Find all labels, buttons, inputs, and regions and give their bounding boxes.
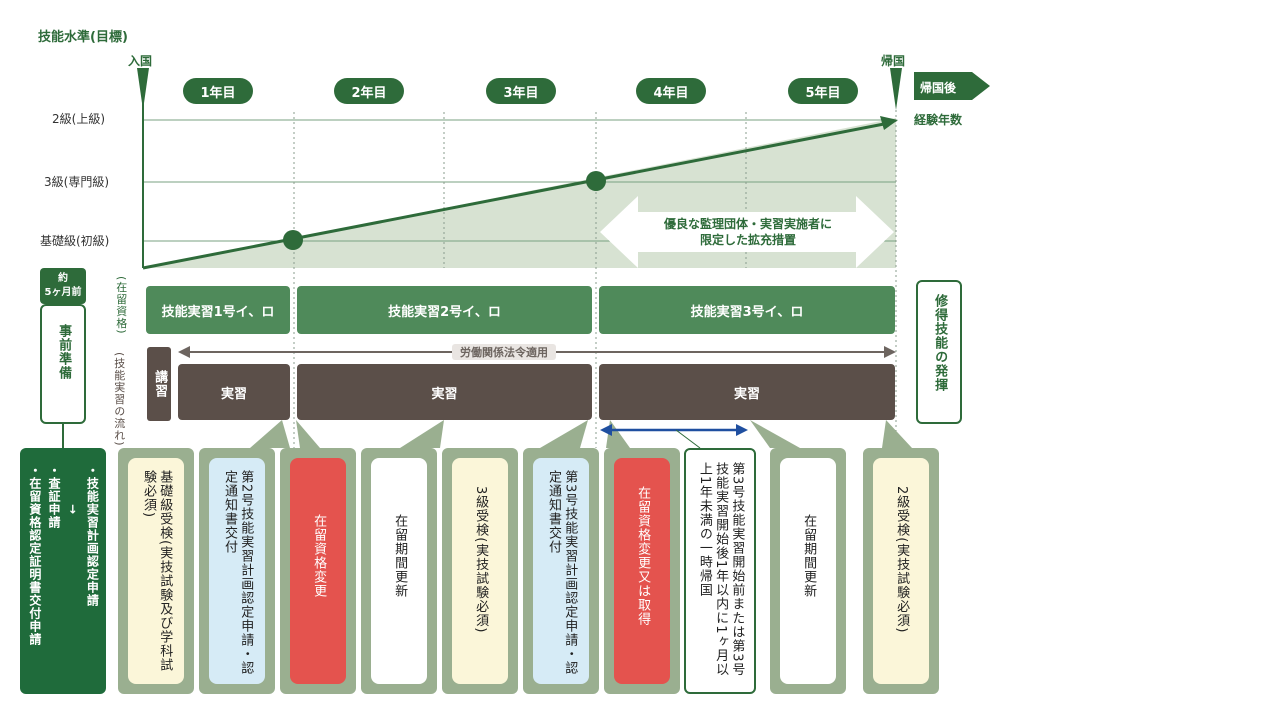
- year-pill-4: 4年目: [636, 78, 706, 104]
- step-card-5-text: 3級受検(実技試験必須): [473, 486, 489, 634]
- preparation-card-arrow: →: [66, 504, 81, 516]
- step-card-9: 在留期間更新: [770, 448, 846, 694]
- step-card-10: 2級受検(実技試験必須): [863, 448, 939, 694]
- expansion-note-line1: 優良な監理団体・実習実施者に: [663, 217, 832, 231]
- year-pill-5: 5年目: [788, 78, 858, 104]
- experience-years-label: 経験年数: [914, 113, 963, 127]
- program-bar-3: 技能実習3号イ、ロ: [599, 286, 895, 334]
- skill-display-box: 修得技能の発揮: [916, 280, 962, 424]
- callout-3: [400, 420, 444, 448]
- return-marker-icon: [890, 68, 902, 110]
- preparation-card-text: ・技能実習計画認定申請 → ・査証申請 ・在留資格認定証明書交付申請: [25, 464, 102, 694]
- step-card-1: 基礎級受検(実技試験及び学科試験必須): [118, 448, 194, 694]
- step-card-4: 在留期間更新: [361, 448, 437, 694]
- step-card-3: 在留資格変更: [280, 448, 356, 694]
- milestone-level3-dot: [586, 171, 606, 191]
- skill-display-label: 修得技能の発揮: [932, 294, 948, 392]
- expansion-note-line2: 限定した拡充措置: [699, 233, 796, 247]
- callout-1: [250, 420, 290, 448]
- entry-label: 入国: [128, 54, 153, 68]
- preparation-card-line3: ・在留資格認定証明書交付申請: [27, 464, 42, 646]
- entry-marker-icon: [137, 68, 149, 110]
- step-card-3-text: 在留資格変更: [311, 514, 327, 598]
- preparation-card-line2: ・査証申請: [47, 464, 61, 529]
- step-card-9-text: 在留期間更新: [801, 514, 817, 598]
- callout-7: [882, 420, 912, 448]
- level-label-basic: 基礎級(初級): [40, 234, 110, 248]
- step-card-10-text: 2級受検(実技試験必須): [894, 486, 910, 634]
- preparation-box: 事前準備: [40, 304, 86, 424]
- pre-months-line1: 約: [58, 273, 68, 284]
- year-pill-3: 3年目: [486, 78, 556, 104]
- pre-months-badge: 約 5ヶ月前: [40, 268, 86, 304]
- level-label-2: 2級(上級): [52, 112, 105, 126]
- year-pill-2: 2年目: [334, 78, 404, 104]
- level-label-3: 3級(専門級): [44, 175, 109, 189]
- labor-law-left-arrow-icon: [178, 346, 190, 358]
- year-pill-1: 1年目: [183, 78, 253, 104]
- program-bar-2: 技能実習2号イ、ロ: [297, 286, 592, 334]
- step-card-5: 3級受検(実技試験必須): [442, 448, 518, 694]
- temporary-return-pointer: [675, 429, 701, 449]
- preparation-card: ・技能実習計画認定申請 → ・査証申請 ・在留資格認定証明書交付申請: [20, 448, 106, 694]
- labor-law-right-arrow-icon: [884, 346, 896, 358]
- practice-bar-3: 実習: [599, 364, 895, 420]
- practice-bar-2: 実習: [297, 364, 592, 420]
- pre-months-line2: 5ヶ月前: [44, 287, 82, 298]
- step-card-6-text: 第3号技能実習計画認定申請・認定通知書交付: [546, 470, 578, 676]
- return-label: 帰国: [881, 54, 906, 68]
- milestone-basic-dot: [283, 230, 303, 250]
- labor-law-label: 労働関係法令適用: [452, 344, 556, 360]
- step-card-7: 在留資格変更又は取得: [604, 448, 680, 694]
- skill-progression-line: [142, 122, 885, 270]
- axis-title: 技能水準(目標): [38, 30, 128, 45]
- step-card-2: 第2号技能実習計画認定申請・認定通知書交付: [199, 448, 275, 694]
- skill-arrowhead-icon: [880, 116, 898, 130]
- expansion-note: 優良な監理団体・実習実施者に 限定した拡充措置: [640, 216, 856, 248]
- practice-bar-1: 実習: [178, 364, 290, 420]
- step-card-2-text: 第2号技能実習計画認定申請・認定通知書交付: [222, 470, 254, 676]
- residence-status-label: (在留資格): [114, 276, 128, 335]
- temporary-return-left-arrow-icon: [600, 424, 612, 436]
- after-return-arrow-icon: [914, 72, 990, 100]
- step-card-8-text: 第3号技能実習開始前または第3号技能実習開始後1年以内に1ヶ月以上1年未満の一時…: [696, 462, 745, 677]
- lecture-label: 講習: [152, 370, 168, 398]
- expansion-double-arrow: [600, 196, 894, 268]
- program-bar-1: 技能実習1号イ、ロ: [146, 286, 290, 334]
- training-flow-label: (技能実習の流れ): [112, 352, 126, 447]
- preparation-label: 事前準備: [56, 324, 72, 380]
- step-card-7-text: 在留資格変更又は取得: [635, 486, 651, 626]
- step-card-6: 第3号技能実習計画認定申請・認定通知書交付: [523, 448, 599, 694]
- after-return-label: 帰国後: [920, 81, 957, 95]
- step-card-4-text: 在留期間更新: [392, 514, 408, 598]
- lecture-bar: 講習: [147, 347, 171, 421]
- temporary-return-right-arrow-icon: [736, 424, 748, 436]
- callout-4: [540, 420, 588, 448]
- callout-6: [750, 420, 800, 448]
- preparation-card-line1: ・技能実習計画認定申請: [85, 464, 100, 607]
- callout-2: [296, 420, 320, 448]
- step-card-8: 第3号技能実習開始前または第3号技能実習開始後1年以内に1ヶ月以上1年未満の一時…: [684, 448, 756, 694]
- step-card-1-text: 基礎級受検(実技試験及び学科試験必須): [141, 470, 173, 673]
